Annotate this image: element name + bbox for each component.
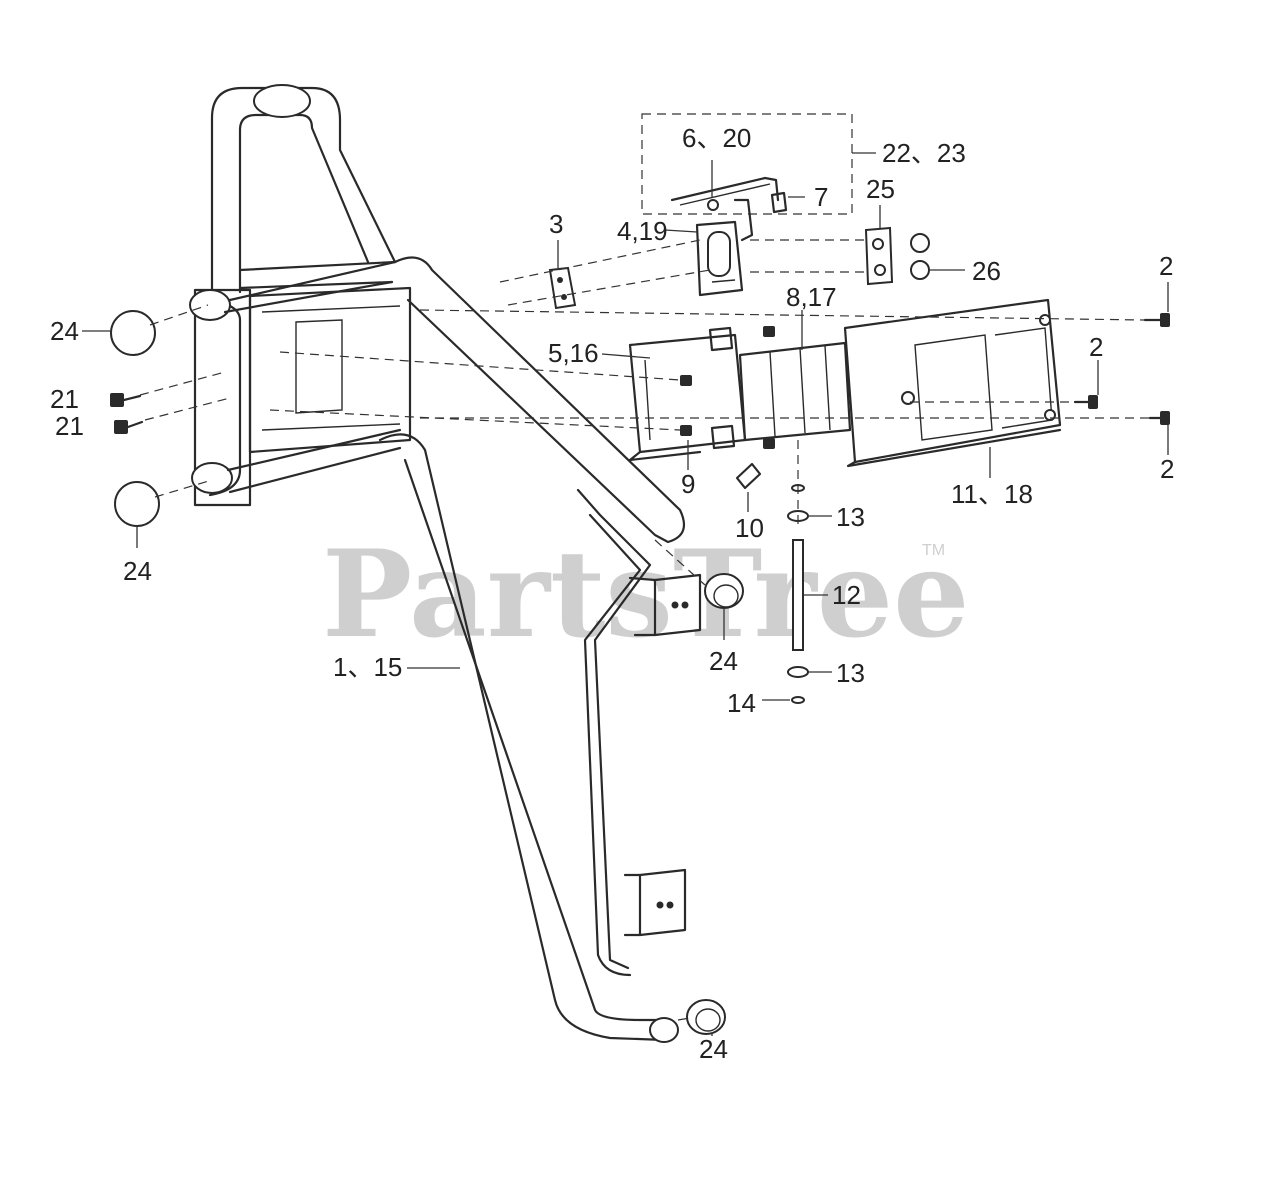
bolt-2-bottom: [1148, 411, 1170, 425]
callout-1-15: 1、15: [333, 652, 402, 682]
callout-13-lower: 13: [836, 658, 865, 688]
callout-8-17: 8,17: [786, 282, 837, 312]
nut-26-lower: [910, 260, 930, 280]
callout-13-upper: 13: [836, 502, 865, 532]
callout-9: 9: [681, 469, 695, 499]
callout-24-top-left: 24: [50, 316, 79, 346]
callout-11-18: 11、18: [951, 479, 1033, 509]
spring-cover-8: [738, 341, 852, 442]
bolt-5-upper: [680, 375, 692, 386]
callout-2-bottom: 2: [1160, 454, 1174, 484]
bolt-2-middle: [1073, 395, 1098, 409]
cap-24-middle: [704, 573, 744, 609]
callout-10: 10: [735, 513, 764, 543]
nut-7: [770, 191, 788, 214]
cap-24-top-left: [110, 310, 156, 356]
leader-lines: [82, 152, 1169, 1036]
cover-plate-11: [843, 298, 1062, 468]
bolt-9: [680, 425, 692, 436]
callout-22-23: 22、23: [882, 138, 966, 168]
bolt-21-lower: [114, 420, 144, 434]
callout-12: 12: [832, 580, 861, 610]
callout-24-middle: 24: [709, 646, 738, 676]
callout-2-top: 2: [1159, 251, 1173, 281]
bolt-2-top: [1143, 313, 1170, 327]
bolt-8-lower: [763, 438, 775, 449]
callout-6-20: 6、20: [682, 123, 751, 153]
callout-2-middle: 2: [1089, 332, 1103, 362]
callout-5-16: 5,16: [548, 338, 599, 368]
latch-body: [695, 198, 754, 297]
alignment-lines: [139, 239, 1150, 1021]
callout-24-bottom-left: 24: [123, 556, 152, 586]
callout-7: 7: [814, 182, 828, 212]
callout-labels: 1、15 2 2 2 3 4,19 5,16 6、20 7 8,17 9 10 …: [50, 123, 1174, 1064]
callout-24-bottom: 24: [699, 1034, 728, 1064]
cap-24-bottom: [686, 999, 726, 1035]
callout-25: 25: [866, 174, 895, 204]
spring-10: [735, 462, 762, 490]
bolt-8-upper: [763, 326, 775, 337]
callout-21-lower: 21: [55, 411, 84, 441]
cap-24-bottom-left: [114, 481, 160, 527]
latch-rod: [670, 176, 780, 211]
main-frame: [189, 84, 702, 1043]
callout-26: 26: [972, 256, 1001, 286]
callout-14: 14: [727, 688, 756, 718]
latch-kit-box: [641, 113, 853, 215]
trademark-symbol: TM: [922, 542, 945, 559]
callout-3: 3: [549, 209, 563, 239]
callout-4-19: 4,19: [617, 216, 668, 246]
callout-21-upper: 21: [50, 384, 79, 414]
bolt-21-upper: [110, 393, 142, 407]
nut-26-upper: [910, 233, 930, 253]
plate-3: [548, 266, 577, 310]
partstree-watermark: PartsTree: [322, 524, 969, 665]
